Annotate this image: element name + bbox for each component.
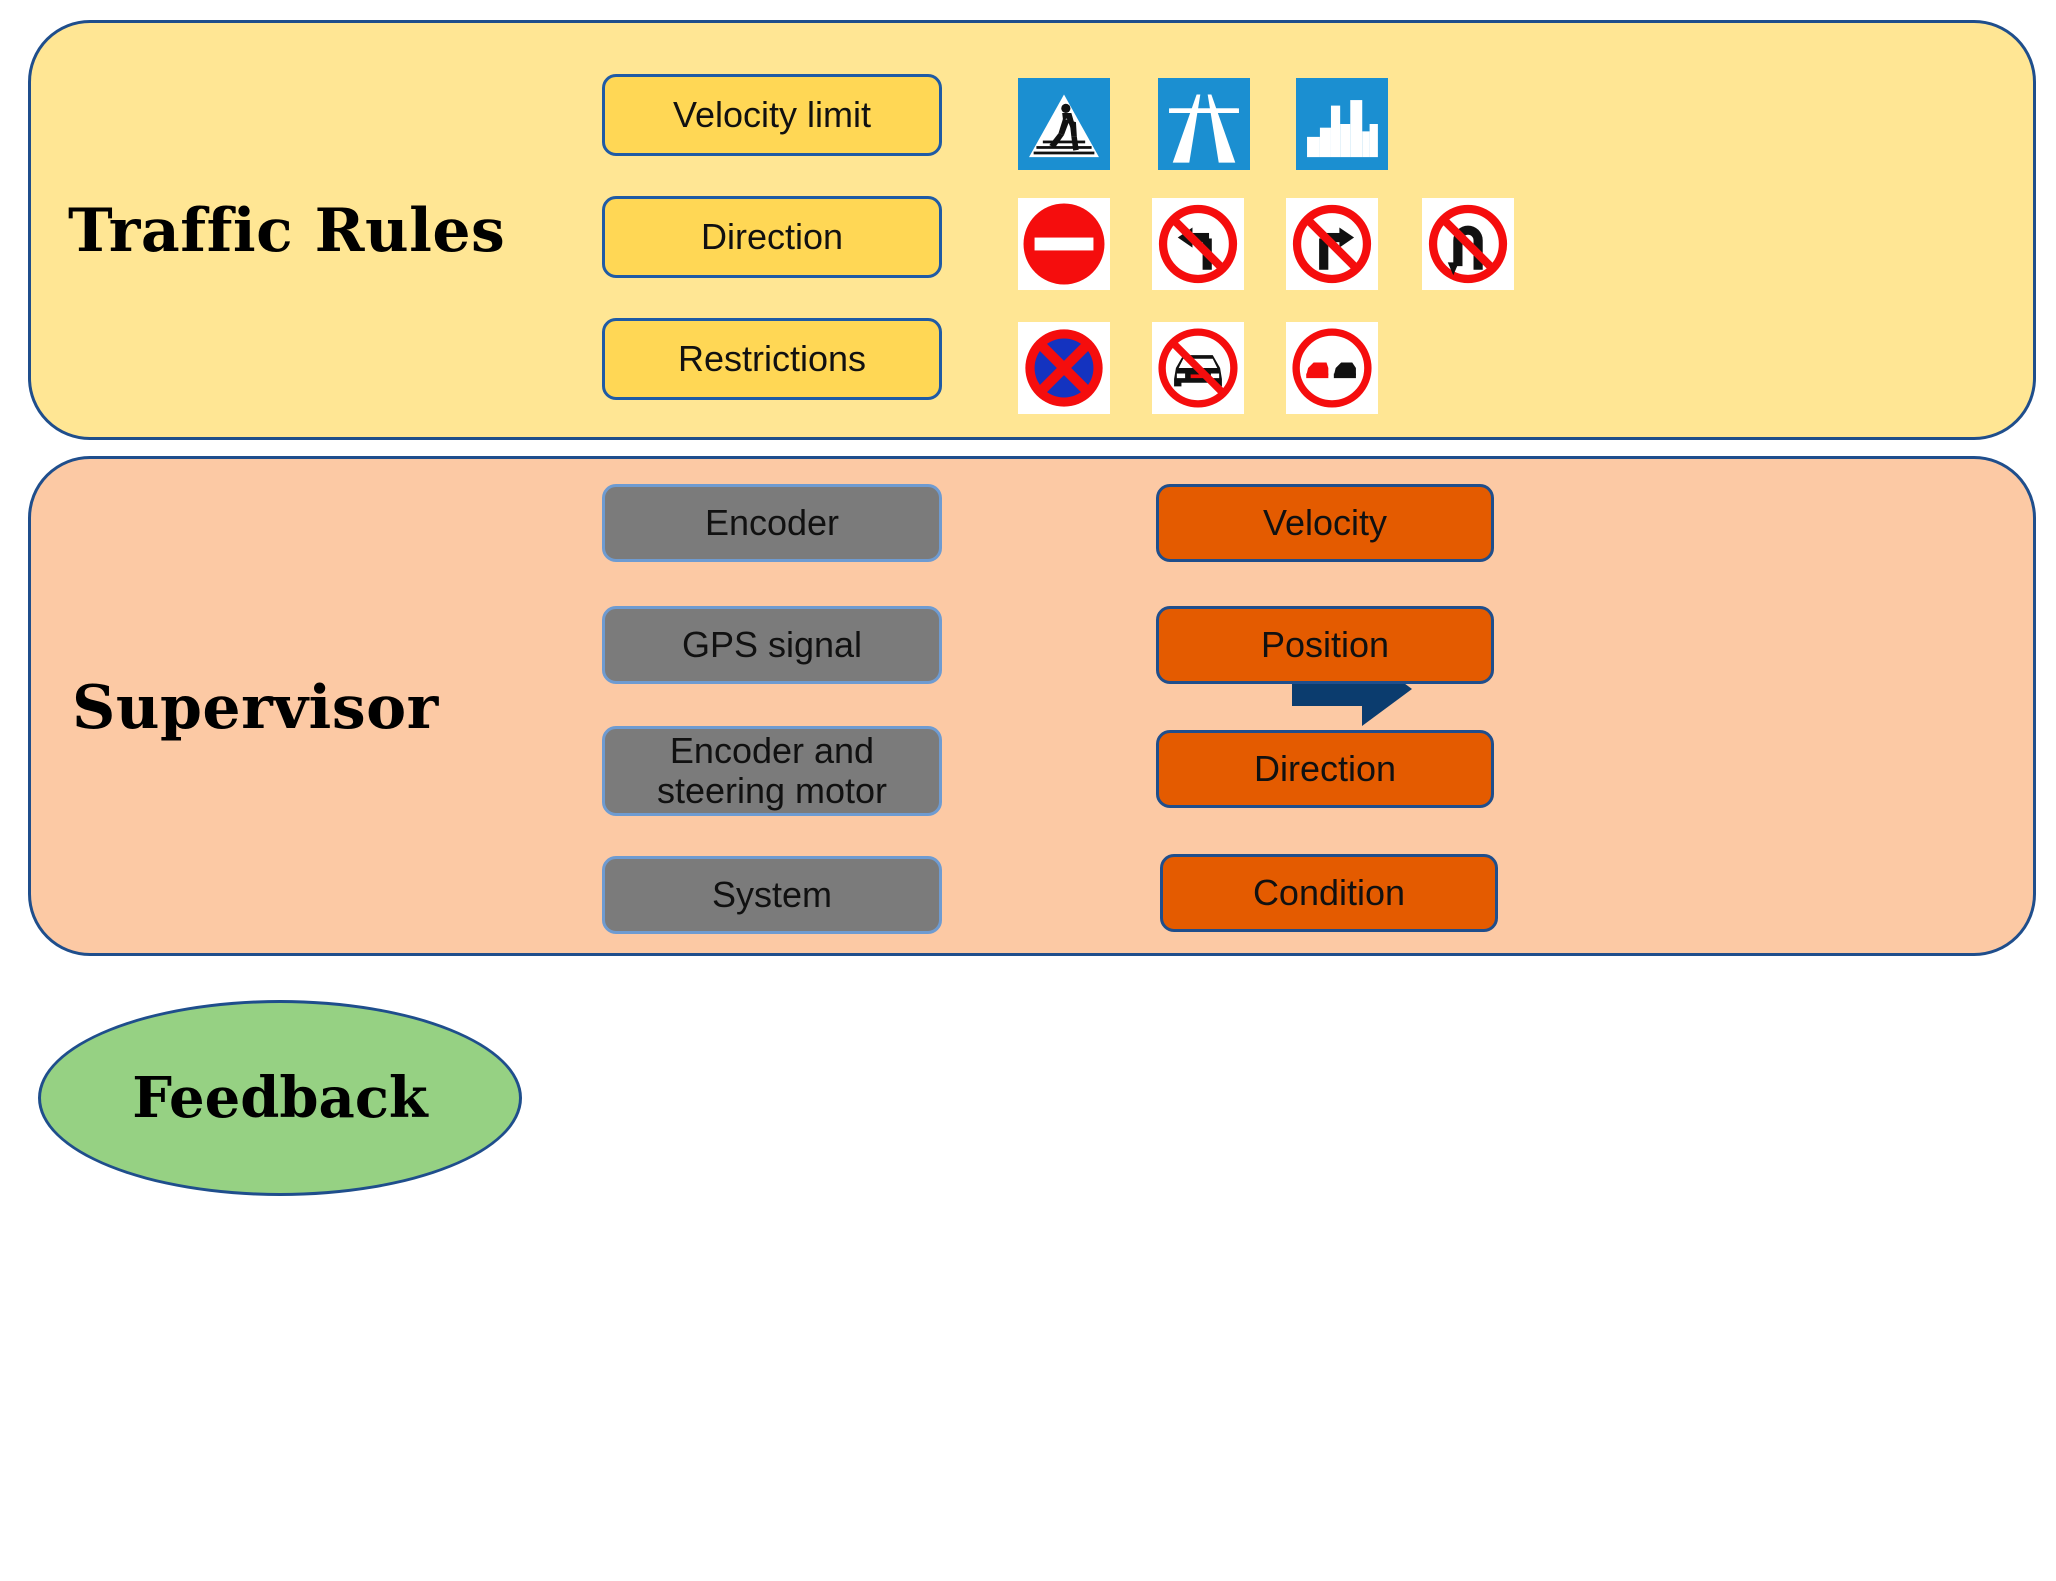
input-chip-system[interactable]: System [602,856,942,934]
no-left-turn-sign [1152,198,1244,290]
category-chip-velocity-limit[interactable]: Velocity limit [602,74,942,156]
motorway-sign [1158,78,1250,170]
input-chip-encoder-and-steering-motor[interactable]: Encoder and steering motor [602,726,942,816]
no-overtaking-sign [1286,322,1378,414]
category-chip-direction[interactable]: Direction [602,196,942,278]
feedback-label: Feedback [132,1065,428,1131]
output-chip-condition[interactable]: Condition [1160,854,1498,932]
supervisor-panel [28,456,2036,956]
traffic-rules-title: Traffic Rules [68,196,506,266]
no-vehicles-sign [1152,322,1244,414]
category-chip-restrictions[interactable]: Restrictions [602,318,942,400]
no-u-turn-sign [1422,198,1514,290]
supervisor-title: Supervisor [72,673,439,743]
city-limit-sign [1296,78,1388,170]
output-chip-direction[interactable]: Direction [1156,730,1494,808]
input-chip-gps-signal[interactable]: GPS signal [602,606,942,684]
feedback-node[interactable]: Feedback [38,1000,522,1196]
pedestrian-crossing-sign [1018,78,1110,170]
input-chip-encoder[interactable]: Encoder [602,484,942,562]
output-chip-position[interactable]: Position [1156,606,1494,684]
output-chip-velocity[interactable]: Velocity [1156,484,1494,562]
no-entry-sign [1018,198,1110,290]
no-right-turn-sign [1286,198,1378,290]
no-stopping-sign [1018,322,1110,414]
